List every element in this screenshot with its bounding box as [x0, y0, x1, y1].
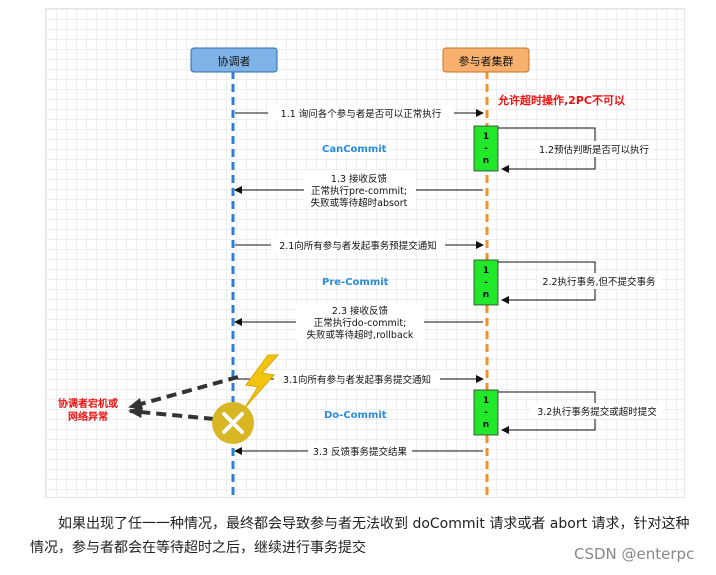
exec-box-1 [473, 125, 499, 172]
phase-precommit: Pre-Commit [322, 277, 389, 288]
sequence-diagram: 协调者 参与者集群 允许超时操作,2PC不可以 1.1 询问各个参与者是否可以正… [45, 8, 685, 498]
phase-cancommit: CanCommit [322, 144, 387, 155]
failure-x-icon [212, 402, 254, 444]
msg-2-2-label: 2.2执行事务,但不提交事务 [542, 276, 656, 288]
exec-box-3 [473, 389, 499, 436]
failure-label-line1: 协调者宕机或 [58, 397, 118, 410]
failure-label-line2: 网络异常 [68, 410, 108, 423]
participants-label: 参与者集群 [459, 54, 514, 68]
timeout-note: 允许超时操作,2PC不可以 [497, 93, 625, 107]
exec-box-2-line2: - [484, 278, 488, 288]
exec-box-1-line2: - [484, 144, 488, 154]
msg-2-2-bg [537, 273, 661, 289]
participants-box [442, 47, 530, 73]
exec-box-2-line1: 1 [483, 266, 489, 276]
exec-box-3-line2: - [484, 408, 488, 418]
exec-box-2-line3: n [483, 290, 489, 300]
msg-1-3-line1: 1.3 接收反馈 [331, 173, 388, 185]
phase-docommit: Do-Commit [324, 410, 387, 421]
msg-2-1-label: 2.1向所有参与者发起事务预提交通知 [279, 240, 437, 252]
exec-box-2 [473, 259, 499, 306]
msg-2-1-bg [271, 237, 445, 253]
msg-1-3-line3: 失败或等待超时absort [311, 197, 408, 209]
msg-1-1-label: 1.1 询问各个参与者是否可以正常执行 [281, 108, 442, 120]
msg-2-3-bg [296, 303, 424, 341]
caption-paragraph: 如果出现了任一一种情况，最终都会导致参与者无法收到 doCommit 请求或者 … [30, 516, 690, 556]
msg-3-2-bg [531, 403, 663, 419]
msg-1-2-label: 1.2预估判断是否可以执行 [539, 144, 650, 156]
msg-3-3-label: 3.3 反馈事务提交结果 [313, 446, 408, 458]
msg-2-3-line2: 正常执行do-commit; [314, 317, 407, 329]
msg-1-3-line2: 正常执行pre-commit; [311, 185, 407, 197]
msg-3-1-label: 3.1向所有参与者发起事务提交通知 [283, 374, 431, 386]
msg-1-3-bg [304, 171, 416, 209]
msg-2-3-line3: 失败或等待超时,rollback [307, 329, 414, 341]
coordinator-box [190, 47, 278, 73]
msg-3-3-bg [308, 443, 412, 459]
watermark: CSDN @enterpc [574, 545, 695, 563]
msg-1-2-bg [535, 141, 653, 157]
failure-arrow-lower [128, 406, 215, 421]
msg-3-2-label: 3.2执行事务提交或超时提交 [537, 406, 657, 418]
exec-box-1-line1: 1 [483, 132, 489, 142]
lightning-icon [243, 354, 280, 410]
exec-box-3-line1: 1 [483, 396, 489, 406]
failure-arrow-upper [128, 375, 239, 410]
exec-box-3-line3: n [483, 420, 489, 430]
msg-3-1-bg [274, 371, 440, 387]
exec-box-1-line3: n [483, 156, 489, 166]
msg-2-3-line1: 2.3 接收反馈 [332, 305, 389, 317]
coordinator-label: 协调者 [218, 54, 251, 68]
msg-1-1-bg [268, 105, 454, 121]
